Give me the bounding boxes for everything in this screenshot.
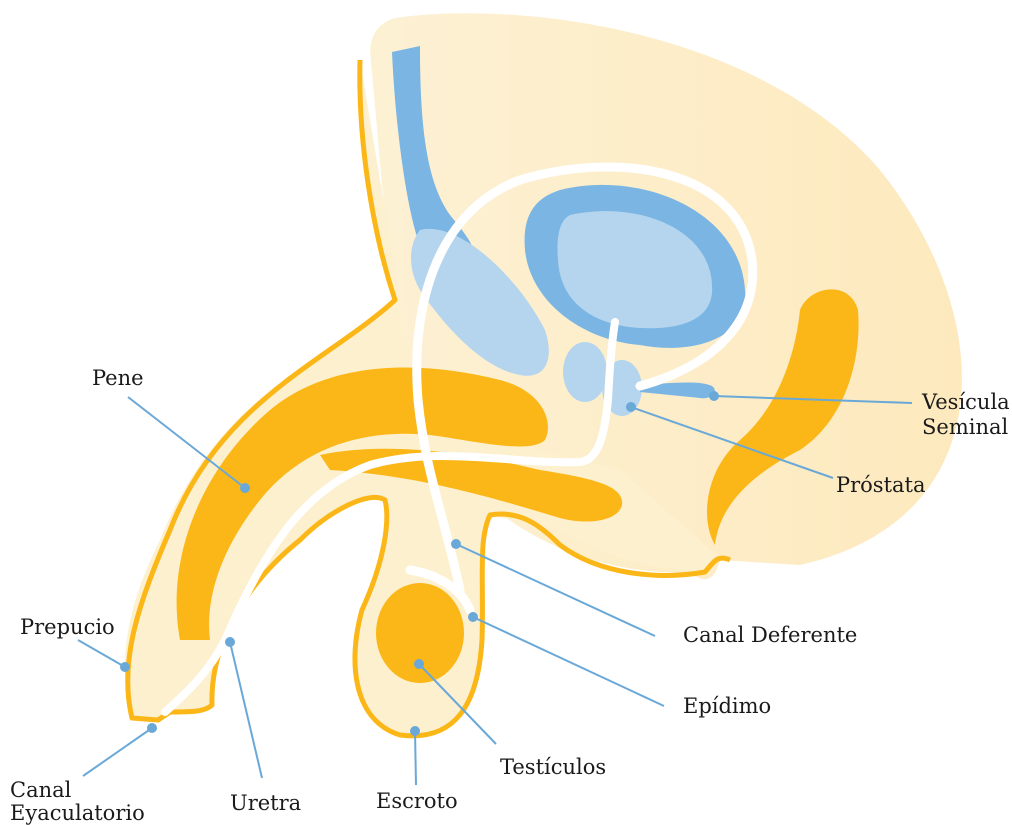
label-vesicula-line1: Vesícula xyxy=(921,390,1010,414)
dot-escroto xyxy=(410,726,420,736)
dot-epidimo xyxy=(468,612,478,622)
label-uretra: Uretra xyxy=(230,791,301,815)
label-pene: Pene xyxy=(92,366,144,390)
label-vesicula-line2: Seminal xyxy=(922,415,1008,439)
dot-vesicula xyxy=(709,391,719,401)
leader-uretra xyxy=(230,642,262,778)
dot-prepucio xyxy=(120,662,130,672)
dot-testiculos xyxy=(414,659,424,669)
dot-pene xyxy=(240,483,250,493)
label-prostata: Próstata xyxy=(836,473,926,497)
prostate-left xyxy=(563,342,607,402)
leader-canal-eyaculatorio xyxy=(83,728,152,776)
dot-prostata xyxy=(626,402,636,412)
dot-canal-eyaculatorio xyxy=(147,723,157,733)
leader-escroto xyxy=(415,731,416,785)
label-canal-eyaculatorio-line1: Canal xyxy=(10,778,72,802)
label-canal-eyaculatorio-line2: Eyaculatorio xyxy=(10,801,145,825)
leader-epidimo xyxy=(473,617,664,706)
label-escroto: Escroto xyxy=(376,789,458,813)
label-canal-deferente: Canal Deferente xyxy=(683,623,857,647)
leader-prepucio xyxy=(78,640,125,667)
dot-uretra xyxy=(225,637,235,647)
label-testiculos: Testículos xyxy=(500,755,606,779)
label-prepucio: Prepucio xyxy=(20,615,115,639)
dot-canal-deferente xyxy=(451,539,461,549)
label-epidimo: Epídimo xyxy=(683,694,771,718)
